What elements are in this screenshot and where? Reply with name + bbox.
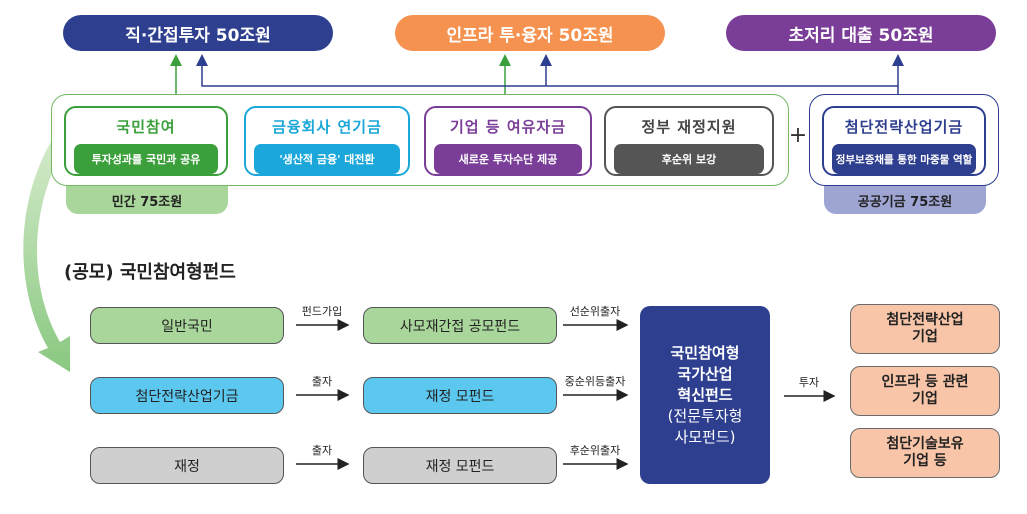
private-total-tab: 민간 75조원 [66,182,228,214]
card-corp-sub: 새로운 투자수단 제공 [434,144,582,174]
output-strategic-line-2: 기업 [912,329,938,345]
section-title: (공모) 국민참여형펀드 [64,262,236,283]
card-gov: 정부 재정지원 후순위 보강 [604,106,774,176]
center-line-2: 국가산업 [677,364,733,383]
card-corp: 기업 등 여유자금 새로운 투자수단 제공 [424,106,592,176]
node-output-strategic: 첨단전략산업 기업 [850,304,1000,354]
card-citizen-sub: 투자성과를 국민과 공유 [74,144,218,174]
label-mezzanine: 중순위등출자 [564,375,626,388]
card-citizen: 국민참여 투자성과를 국민과 공유 [64,106,228,176]
node-general-public: 일반국민 [90,307,284,344]
output-strategic-line-1: 첨단전략산업 [886,312,964,328]
node-mother-fund-3: 재정 모펀드 [363,447,557,484]
node-output-tech: 첨단기술보유 기업 등 [850,428,1000,478]
card-gov-sub: 후순위 보강 [614,144,764,174]
curved-green-arrow [23,140,70,372]
card-strategic-sub: 정부보증채를 통한 마중물 역할 [832,144,976,174]
label-junior: 후순위출자 [569,444,621,457]
center-line-5: 사모펀드) [674,427,736,446]
output-tech-line-2: 기업 등 [903,453,947,469]
node-output-infra: 인프라 등 관련 기업 [850,366,1000,416]
card-gov-title: 정부 재정지원 [641,118,737,136]
node-fund-of-funds: 사모재간접 공모펀드 [363,307,557,344]
label-invest-out: 투자 [798,376,820,389]
card-strategic: 첨단전략산업기금 정부보증채를 통한 마중물 역할 [822,106,986,176]
label-fund-join: 펀드가입 [301,305,343,318]
node-strategic-fund: 첨단전략산업기금 [90,377,284,414]
public-total-tab: 공공기금 75조원 [824,182,986,214]
private-total-label: 민간 75조원 [111,194,183,210]
pill-direct-investment: 직·간접투자 50조원 [63,15,333,51]
public-total-label: 공공기금 75조원 [857,194,953,210]
center-line-3: 혁신펀드 [677,385,733,404]
output-infra-line-1: 인프라 등 관련 [881,374,969,390]
label-invest-2: 출자 [311,375,333,388]
label-senior: 선순위출자 [569,305,621,318]
pill-infra-investment: 인프라 투·융자 50조원 [395,15,665,51]
node-mother-fund-2: 재정 모펀드 [363,377,557,414]
card-finance-title: 금융회사 연기금 [272,118,382,136]
arrow-public-to-direct [196,54,899,94]
label-invest-3: 출자 [311,444,333,457]
node-budget: 재정 [90,447,284,484]
center-line-1: 국민참여형 [670,343,740,362]
output-tech-line-1: 첨단기술보유 [886,436,964,452]
pill-low-rate-loan: 초저리 대출 50조원 [726,15,996,51]
center-line-4: (전문투자형 [667,406,743,425]
card-finance: 금융회사 연기금 '생산적 금융' 대전환 [244,106,410,176]
card-corp-title: 기업 등 여유자금 [449,118,567,136]
output-infra-line-2: 기업 [912,391,938,407]
plus-sign: + [788,123,808,148]
card-strategic-title: 첨단전략산업기금 [844,118,964,136]
card-finance-sub: '생산적 금융' 대전환 [254,144,400,174]
center-fund-box: 국민참여형 국가산업 혁신펀드 (전문투자형 사모펀드) [640,306,770,484]
card-citizen-title: 국민참여 [116,118,176,136]
